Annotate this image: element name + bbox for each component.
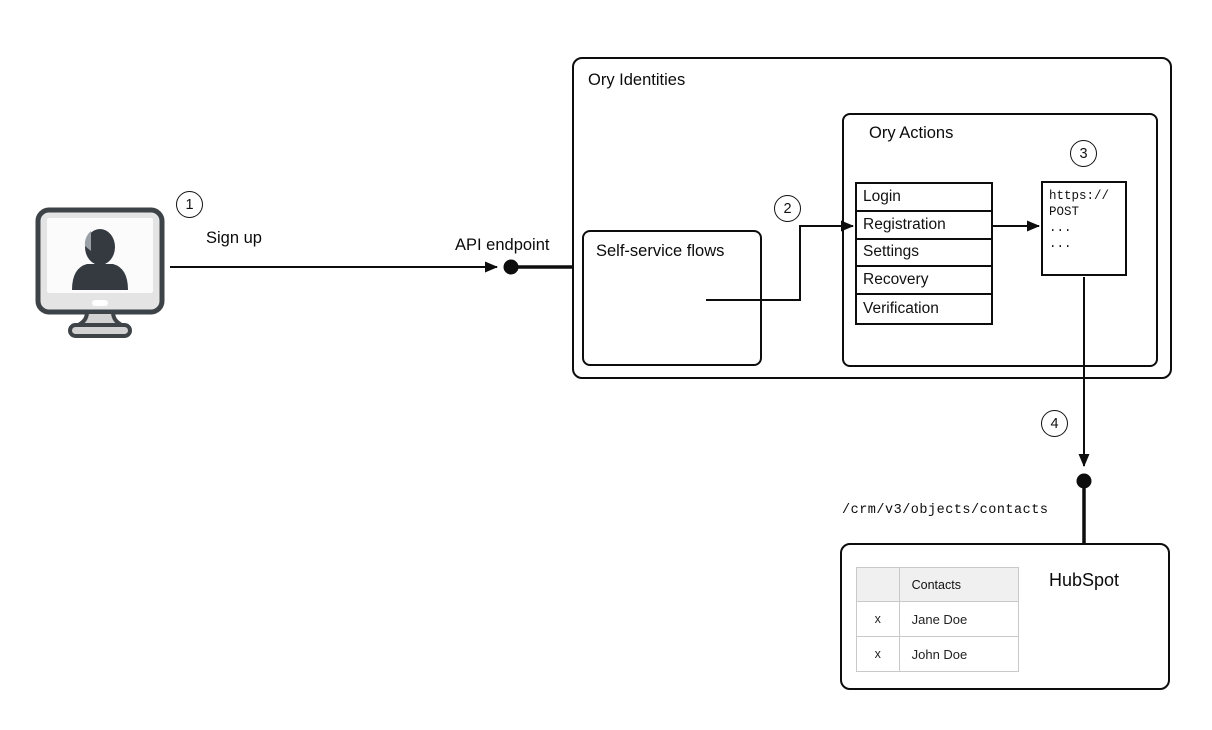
step-number: 4 [1050,415,1059,432]
flow-row-recovery: Recovery [857,267,991,296]
webhook-request-box: https:// POST ... ... [1041,181,1127,276]
row-check-cell: x [856,601,900,637]
code-line: POST [1049,205,1080,219]
table-header-row: Contacts [856,567,1020,602]
table-row: x John Doe [856,636,1020,672]
step-number: 2 [783,200,792,217]
step-badge-2: 2 [774,195,801,222]
self-service-flows-box: Self-service flows [582,230,762,366]
api-endpoint-label: API endpoint [455,236,550,254]
contacts-header-cell: Contacts [898,567,1020,602]
ory-identities-title: Ory Identities [588,71,686,89]
flow-list: Login Registration Settings Recovery Ver… [855,182,993,325]
hubspot-endpoint-dot [1076,473,1092,489]
row-name-cell: Jane Doe [898,601,1020,637]
flow-row-verification: Verification [857,295,991,323]
ory-actions-title: Ory Actions [869,124,954,142]
code-line: ... [1049,237,1072,251]
code-line: https:// [1049,189,1110,203]
step-number: 1 [185,196,194,213]
flow-row-settings: Settings [857,239,991,268]
crm-path-label: /crm/v3/objects/contacts [842,503,1049,518]
hubspot-box: HubSpot Contacts x Jane Doe x John Doe [840,543,1170,690]
flow-row-registration: Registration [857,211,991,240]
self-service-flows-title: Self-service flows [596,242,725,260]
hubspot-title: HubSpot [1049,570,1120,590]
table-row: x Jane Doe [856,601,1020,637]
step-badge-4: 4 [1041,410,1068,437]
row-check-cell: x [856,636,900,672]
sign-up-label: Sign up [206,229,262,247]
step-badge-1: 1 [176,191,203,218]
api-endpoint-dot [503,259,519,275]
code-line: ... [1049,221,1072,235]
step-number: 3 [1079,145,1088,162]
header-empty-cell [856,567,900,602]
contacts-table: Contacts x Jane Doe x John Doe [856,567,1020,672]
step-badge-3: 3 [1070,140,1097,167]
user-computer-icon [35,207,165,338]
flow-row-login: Login [857,184,991,212]
row-name-cell: John Doe [898,636,1020,672]
